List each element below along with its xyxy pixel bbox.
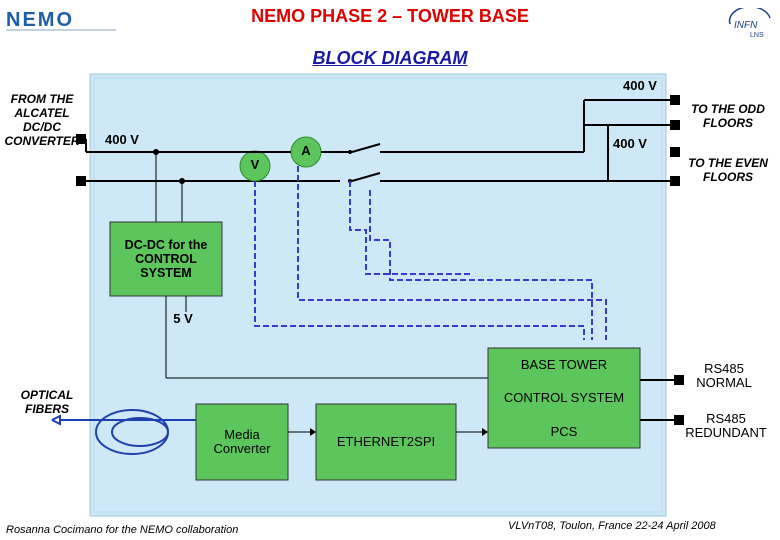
optical-fiber-icon	[51, 409, 196, 455]
nemo-logo-graphic: NEMO	[6, 9, 116, 31]
media-converter-block	[195, 403, 289, 481]
base-tower-label: BASE TOWER	[520, 357, 608, 372]
control-system-label: CONTROL SYSTEM	[503, 390, 625, 405]
svg-text:INFN: INFN	[734, 20, 758, 31]
footer-conference: VLVnT08, Toulon, France 22-24 April 2008	[508, 520, 716, 532]
input-terminal-top	[76, 134, 86, 144]
output-terminal-odd-1	[670, 95, 680, 105]
rs485-redundant-label: RS485 REDUNDANT	[685, 411, 767, 440]
page-subtitle: BLOCK DIAGRAM	[312, 48, 468, 68]
ethernet2spi-block	[315, 403, 457, 481]
svg-text:LNS: LNS	[750, 32, 764, 38]
voltage-label-right: 400 V	[613, 136, 647, 151]
switch-top	[351, 143, 381, 153]
odd-floors-label: TO THE ODD FLOORS	[691, 102, 765, 130]
voltage-label-left: 400 V	[105, 132, 139, 147]
pcs-label: PCS	[550, 424, 578, 439]
rs485-normal-terminal	[674, 375, 684, 385]
page-title: NEMO PHASE 2 – TOWER BASE	[251, 6, 529, 26]
output-terminal-even-1	[670, 147, 680, 157]
ethernet2spi-label: ETHERNET2SPI	[336, 434, 436, 449]
footer-credit: Rosanna Cocimano for the NEMO collaborat…	[6, 524, 239, 536]
even-floors-label: TO THE EVEN FLOORS	[688, 156, 768, 184]
base-tower-block	[487, 347, 641, 449]
voltmeter-label: V	[250, 157, 260, 172]
optical-fibers-label: OPTICAL FIBERS	[20, 388, 74, 416]
output-terminal-even-2	[670, 176, 680, 186]
rs485-redundant-terminal	[674, 415, 684, 425]
control-lines	[254, 166, 607, 340]
switch-bottom	[351, 172, 381, 182]
input-terminal-bottom	[76, 176, 86, 186]
ammeter-label: A	[301, 143, 311, 158]
voltage-5v-label: 5 V	[173, 311, 193, 326]
output-terminal-odd-2	[670, 120, 680, 130]
rs485-normal-label: RS485 NORMAL	[696, 361, 752, 390]
from-converter-label: FROM THE ALCATEL DC/DC CONVERTER	[4, 92, 80, 148]
svg-text:NEMO: NEMO	[6, 9, 74, 31]
nemo-logo: NEMO	[4, 6, 120, 32]
voltage-label-top: 400 V	[623, 78, 657, 93]
dcdc-block-label: DC-DC for the CONTROL SYSTEM	[124, 238, 208, 280]
media-converter-label: Media Converter	[213, 427, 271, 456]
